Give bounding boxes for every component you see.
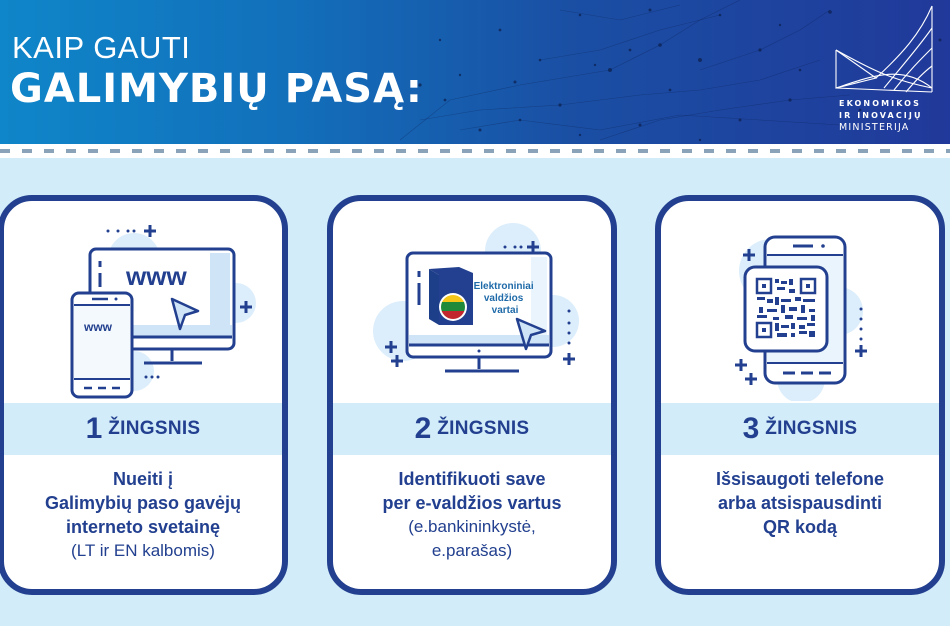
step-1-heading: 1 ŽINGSNIS [4,403,282,455]
network-pattern-decoration [399,0,942,142]
svg-text:Elektroniniai valdžios: Elektroniniai valdžios vartai [474,281,537,316]
svg-text:www: www [125,261,187,291]
svg-text:www: www [83,320,113,334]
ministry-logo-icon [835,5,933,93]
title-line-1: KAIP GAUTI [12,30,191,65]
computer-and-phone-www-icon: www www [70,225,256,399]
step-2-description: Identifikuoti save per e-valdžios vartus… [382,469,562,560]
step-card-2: Elektroniniai valdžios vartai 2 ŽINGSNIS… [327,195,617,595]
phone-qr-code-icon [735,235,867,401]
step-3-heading: 3 ŽINGSNIS [661,403,939,455]
step-1-description: Nueiti į Galimybių paso gavėjų interneto… [44,469,242,560]
step-2-heading: 2 ŽINGSNIS [333,403,611,455]
step-card-3: 3 ŽINGSNIS Išsisaugoti telefone arba ats… [655,195,945,595]
step-card-1: www www 1 ŽINGSNIS Nueiti į Galimybių pa… [0,195,288,595]
e-government-gateway-icon: Elektroniniai valdžios vartai [373,223,579,373]
dashed-divider [0,149,950,153]
step-3-description: Išsisaugoti telefone arba atsispausdinti… [715,469,885,537]
header-banner: KAIP GAUTI GALIMYBIŲ PASĄ: EKONOMIKOS IR… [0,0,950,144]
title-line-2: GALIMYBIŲ PASĄ: [10,66,423,112]
ministry-name: EKONOMIKOS IR INOVACIJŲ MINISTERIJA [839,99,923,133]
